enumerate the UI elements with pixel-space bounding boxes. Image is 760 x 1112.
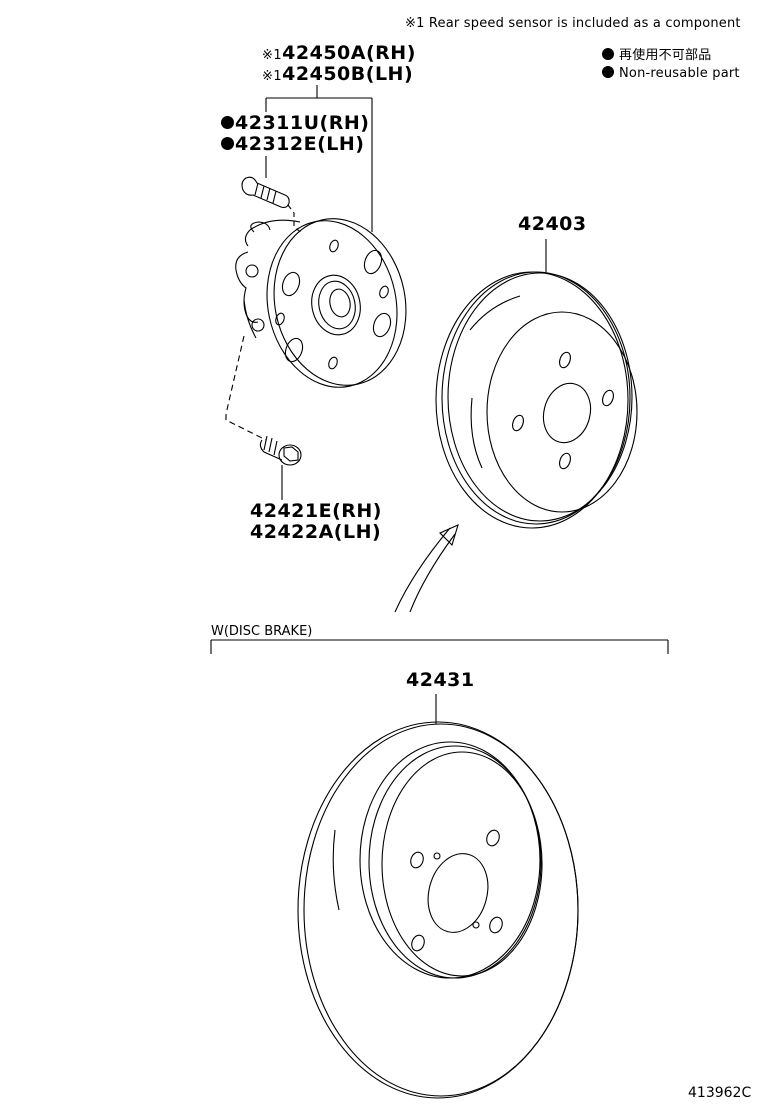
disc-brake-section-label: W(DISC BRAKE) (211, 624, 313, 639)
disc-brake-section-bracket (210, 639, 669, 654)
sensor-note-mark: ※1 (262, 69, 283, 84)
hub-bolt-drawing (241, 176, 303, 234)
non-reusable-icon (221, 116, 234, 129)
brake-drum-drawing (435, 239, 638, 529)
swap-arrow (394, 524, 459, 613)
hub-assembly-leader (265, 85, 373, 232)
mount-bolt-drawing (259, 435, 302, 500)
filled-circle-icon (602, 48, 614, 60)
legend-non-reusable-en: Non-reusable part (602, 66, 740, 81)
filled-circle-icon (602, 66, 614, 78)
part-label-hub-bolt-lh[interactable]: 42312E(LH) (221, 134, 364, 155)
part-label-brake-drum[interactable]: 42403 (518, 213, 587, 235)
part-label-mount-bolt-lh[interactable]: 42422A(LH) (250, 521, 382, 543)
part-label-hub-assembly-rh[interactable]: ※142450A(RH) (262, 42, 416, 64)
part-label-disc-rotor[interactable]: 42431 (406, 669, 475, 691)
non-reusable-icon (221, 137, 234, 150)
legend-non-reusable-jp: 再使用不可部品 (602, 44, 711, 63)
part-label-hub-assembly-lh[interactable]: ※142450B(LH) (262, 63, 414, 85)
sensor-note-mark: ※1 (262, 48, 283, 63)
axle-hub-drawing (225, 218, 407, 441)
component-note: ※1 Rear speed sensor is included as a co… (405, 16, 741, 31)
part-label-hub-bolt-rh[interactable]: 42311U(RH) (221, 113, 369, 134)
diagram-id: 413962C (688, 1085, 752, 1101)
disc-rotor-drawing (297, 694, 579, 1099)
part-label-mount-bolt-rh[interactable]: 42421E(RH) (250, 500, 382, 522)
